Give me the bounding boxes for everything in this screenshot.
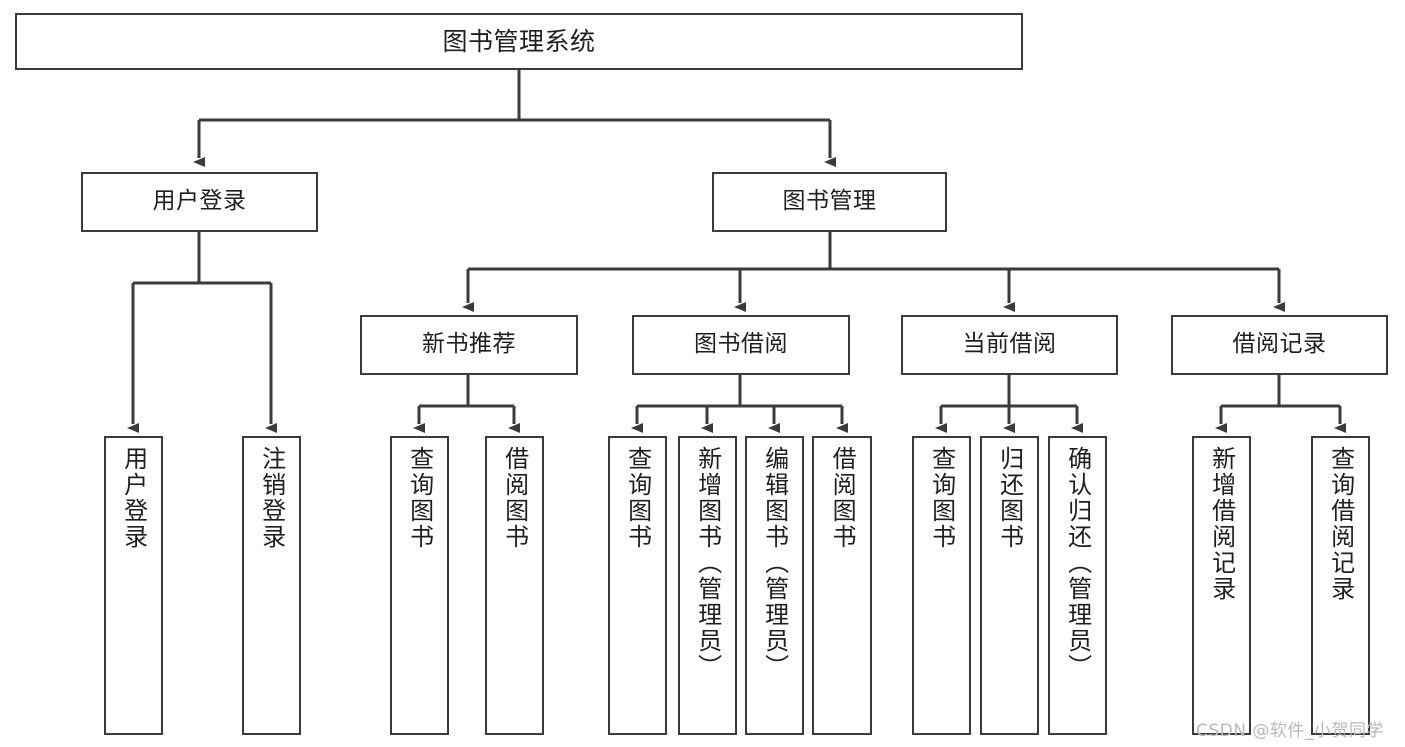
leaf-label: 新增图书（管理员） bbox=[693, 446, 722, 680]
leaf-label: 编辑图书（管理员） bbox=[760, 446, 789, 680]
leaf-label: 查询图书 bbox=[623, 446, 652, 550]
node-current-borrow-label: 当前借阅 bbox=[962, 331, 1057, 358]
leaf-record-add[interactable]: 新增借阅记录 bbox=[1192, 436, 1251, 735]
leaf-record-query[interactable]: 查询借阅记录 bbox=[1311, 436, 1370, 735]
leaf-new-book-query[interactable]: 查询图书 bbox=[390, 436, 449, 735]
node-book-borrow[interactable]: 图书借阅 bbox=[632, 315, 850, 375]
leaf-current-query[interactable]: 查询图书 bbox=[912, 436, 971, 735]
leaf-label: 新增借阅记录 bbox=[1207, 446, 1236, 602]
node-user-login-label: 用户登录 bbox=[152, 188, 247, 215]
leaf-user-login-logout[interactable]: 注销登录 bbox=[242, 436, 301, 735]
leaf-label: 用户登录 bbox=[119, 446, 148, 550]
node-new-book-recommend-label: 新书推荐 bbox=[422, 331, 516, 358]
leaf-user-login-login[interactable]: 用户登录 bbox=[104, 436, 163, 735]
node-root-label: 图书管理系统 bbox=[442, 26, 596, 56]
node-book-manage-label: 图书管理 bbox=[782, 188, 877, 215]
csdn-watermark: CSDN @软件_小贺同学 bbox=[1196, 721, 1384, 741]
leaf-current-confirm-return[interactable]: 确认归还（管理员） bbox=[1048, 436, 1107, 735]
leaf-label: 查询图书 bbox=[927, 446, 956, 550]
leaf-borrow-add-book[interactable]: 新增图书（管理员） bbox=[678, 436, 737, 735]
node-user-login[interactable]: 用户登录 bbox=[81, 172, 318, 232]
leaf-label: 查询借阅记录 bbox=[1326, 446, 1355, 602]
leaf-borrow-edit-book[interactable]: 编辑图书（管理员） bbox=[745, 436, 804, 735]
leaf-label: 确认归还（管理员） bbox=[1063, 446, 1092, 680]
node-book-manage[interactable]: 图书管理 bbox=[712, 172, 947, 232]
leaf-label: 借阅图书 bbox=[500, 446, 529, 550]
leaf-label: 归还图书 bbox=[995, 446, 1024, 550]
node-new-book-recommend[interactable]: 新书推荐 bbox=[360, 315, 578, 375]
node-borrow-record[interactable]: 借阅记录 bbox=[1171, 315, 1388, 375]
leaf-borrow-query[interactable]: 查询图书 bbox=[608, 436, 667, 735]
node-current-borrow[interactable]: 当前借阅 bbox=[901, 315, 1118, 375]
leaf-label: 查询图书 bbox=[405, 446, 434, 550]
node-book-borrow-label: 图书借阅 bbox=[694, 331, 788, 358]
node-root[interactable]: 图书管理系统 bbox=[15, 13, 1023, 70]
leaf-label: 借阅图书 bbox=[828, 446, 857, 550]
leaf-new-book-borrow[interactable]: 借阅图书 bbox=[485, 436, 544, 735]
node-borrow-record-label: 借阅记录 bbox=[1232, 331, 1327, 358]
leaf-label: 注销登录 bbox=[257, 446, 286, 550]
leaf-borrow-borrow-book[interactable]: 借阅图书 bbox=[812, 436, 872, 735]
leaf-current-return[interactable]: 归还图书 bbox=[980, 436, 1039, 735]
